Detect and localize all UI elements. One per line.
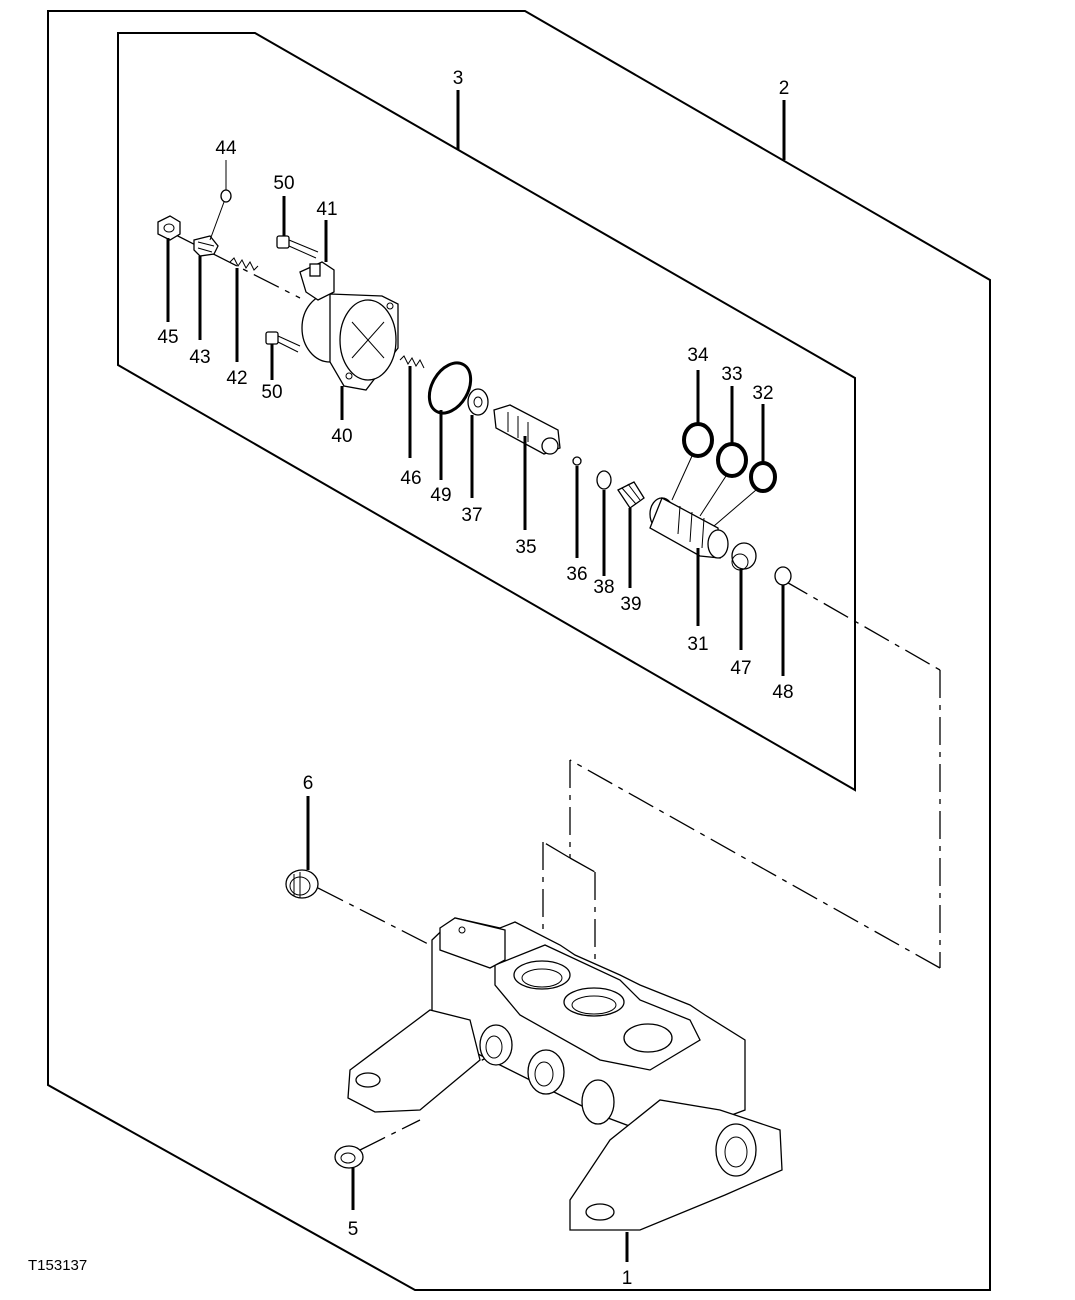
o-ring-32 <box>749 461 777 493</box>
o-ring-34 <box>682 422 714 458</box>
bolt-50-upper <box>276 235 319 259</box>
callout-47: 47 <box>730 658 751 679</box>
callout-37: 37 <box>461 505 482 526</box>
callout-1: 1 <box>622 1268 633 1289</box>
ring-38 <box>596 470 612 490</box>
valve-housing-1 <box>347 917 783 1231</box>
callout-3: 3 <box>453 68 464 89</box>
connector-41 <box>299 261 335 301</box>
callout-48: 48 <box>772 682 793 703</box>
callout-49: 49 <box>430 485 451 506</box>
callout-34: 34 <box>687 345 709 366</box>
callout-40: 40 <box>331 426 352 447</box>
leader-lines <box>166 90 786 1262</box>
o-ring-48 <box>774 566 792 586</box>
callout-50-upper: 50 <box>273 173 294 194</box>
callout-46: 46 <box>400 468 421 489</box>
plug-6 <box>285 869 319 899</box>
callout-5: 5 <box>348 1219 359 1240</box>
plug-5 <box>334 1145 364 1169</box>
figure-id: T153137 <box>28 1257 87 1274</box>
callout-50-lower: 50 <box>261 382 282 403</box>
callout-41: 41 <box>316 199 337 220</box>
callout-44: 44 <box>215 138 237 159</box>
spool-35 <box>493 404 561 455</box>
callout-36: 36 <box>566 564 587 585</box>
callout-6: 6 <box>303 773 314 794</box>
callout-35: 35 <box>515 537 536 558</box>
o-ring-44 <box>220 189 232 203</box>
o-ring-33 <box>716 442 748 478</box>
o-ring-49 <box>427 361 473 415</box>
assembly-2-boundary <box>47 10 991 1291</box>
plug-47 <box>731 542 757 571</box>
callout-38: 38 <box>593 577 614 598</box>
callout-31: 31 <box>687 634 708 655</box>
callout-42: 42 <box>226 368 247 389</box>
callout-labels: 3 2 44 50 41 45 43 42 50 40 46 49 37 35 … <box>157 68 793 1289</box>
washer-37 <box>467 388 489 416</box>
spring-46 <box>399 355 425 369</box>
callout-45: 45 <box>157 327 178 348</box>
ball-36 <box>572 456 582 466</box>
spring-39 <box>617 481 645 509</box>
callout-2: 2 <box>779 78 790 99</box>
callout-39: 39 <box>620 594 641 615</box>
fitting-43 <box>193 235 219 257</box>
sleeve-31 <box>649 497 729 559</box>
nut-45 <box>157 215 181 241</box>
assembly-3-boundary <box>117 32 856 792</box>
spring-42 <box>229 257 259 271</box>
callout-43: 43 <box>189 347 210 368</box>
solenoid-40 <box>301 293 399 391</box>
callout-33: 33 <box>721 364 742 385</box>
callout-32: 32 <box>752 383 773 404</box>
